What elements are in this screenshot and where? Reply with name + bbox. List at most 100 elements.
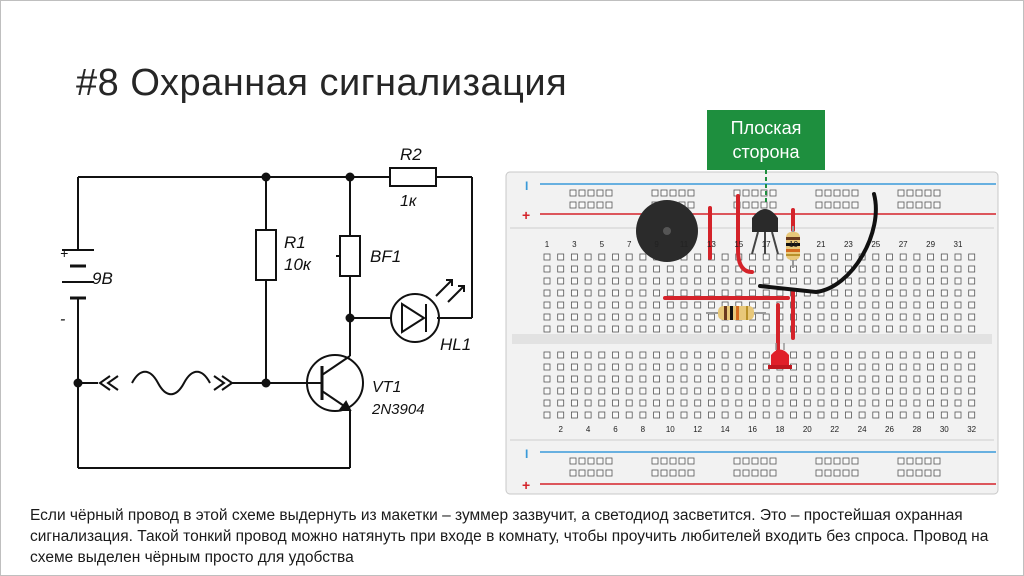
breadboard-hole (543, 363, 551, 371)
breadboard-hole (694, 301, 702, 309)
breadboard-hole (906, 201, 914, 209)
breadboard-hole (543, 277, 551, 285)
breadboard-hole (851, 469, 859, 477)
breadboard-hole (968, 411, 976, 419)
breadboard-hole (851, 457, 859, 465)
breadboard-hole (666, 351, 674, 359)
board-transistor (752, 209, 778, 232)
breadboard-hole (742, 201, 750, 209)
top-rail-minus-label: I (525, 179, 528, 193)
breadboard-hole (927, 265, 934, 273)
breadboard-hole (760, 201, 768, 209)
breadboard-hole (666, 411, 674, 419)
breadboard-hole (886, 289, 893, 297)
column-number: 11 (680, 240, 689, 249)
breadboard-hole (543, 301, 551, 309)
breadboard-hole (842, 189, 850, 197)
breadboard-hole (680, 387, 688, 395)
r2-name-label: R2 (400, 145, 422, 164)
breadboard-hole (557, 375, 565, 383)
breadboard-hole (708, 387, 715, 395)
breadboard-hole (571, 301, 578, 309)
breadboard-hole (543, 325, 551, 333)
column-number: 32 (967, 425, 976, 434)
breadboard-hole (817, 265, 825, 273)
breadboard-hole (721, 399, 729, 407)
breadboard-hole (815, 469, 823, 477)
breadboard-hole (653, 387, 660, 395)
breadboard-hole (639, 363, 647, 371)
breadboard-hole (625, 387, 633, 395)
breadboard-hole (924, 469, 932, 477)
vt1-model-label: 2N3904 (371, 401, 425, 418)
breadboard-hole (639, 313, 647, 321)
breadboard-hole (694, 325, 702, 333)
breadboard-hole (666, 313, 674, 321)
breadboard-hole (762, 265, 770, 273)
breadboard-hole (886, 325, 893, 333)
hl1-name-label: HL1 (440, 335, 471, 354)
breadboard-hole (680, 289, 688, 297)
breadboard-hole (557, 289, 565, 297)
breadboard-hole (886, 363, 893, 371)
breadboard-hole (872, 313, 880, 321)
breadboard-hole (899, 411, 907, 419)
breadboard-hole (680, 325, 688, 333)
breadboard-hole (571, 399, 578, 407)
breadboard-hole (913, 375, 921, 383)
breadboard-hole (653, 363, 660, 371)
breadboard-hole (612, 411, 619, 419)
breadboard-hole (872, 289, 880, 297)
breadboard-hole (940, 387, 948, 395)
breadboard-hole (639, 289, 647, 297)
breadboard-hole (858, 351, 866, 359)
column-number: 25 (871, 240, 880, 249)
breadboard-hole (817, 399, 825, 407)
vt1-transistor (266, 354, 364, 468)
breadboard-hole (954, 375, 962, 383)
breadboard-hole (612, 313, 619, 321)
breadboard-hole (694, 253, 702, 261)
breadboard-hole (831, 265, 839, 273)
breadboard-hole (578, 201, 586, 209)
breadboard-hole (708, 363, 715, 371)
breadboard-hole (845, 375, 852, 383)
breadboard-hole (694, 399, 702, 407)
breadboard-hole (612, 301, 619, 309)
breadboard-hole (666, 387, 674, 395)
breadboard-hole (653, 313, 660, 321)
breadboard-hole (639, 253, 647, 261)
breadboard-hole (968, 375, 976, 383)
breadboard-hole (584, 375, 592, 383)
breadboard-hole (790, 375, 797, 383)
breadboard-hole (557, 387, 565, 395)
breadboard-hole (968, 289, 976, 297)
breadboard-hole (694, 277, 702, 285)
breadboard-hole (776, 289, 784, 297)
breadboard-hole (666, 363, 674, 371)
breadboard-hole (721, 277, 729, 285)
breadboard-hole (653, 375, 660, 383)
breadboard-hole (933, 457, 941, 465)
breadboard-hole (968, 351, 976, 359)
breadboard-hole (776, 387, 784, 395)
breadboard-hole (708, 325, 715, 333)
breadboard-hole (831, 289, 839, 297)
breadboard-hole (906, 469, 914, 477)
breadboard-hole (660, 189, 668, 197)
schematic (62, 167, 473, 469)
breadboard-hole (687, 469, 695, 477)
breadboard-hole (596, 469, 604, 477)
breadboard-hole (678, 469, 686, 477)
breadboard-hole (803, 253, 811, 261)
breadboard-hole (680, 265, 688, 273)
breadboard-hole (708, 313, 715, 321)
breadboard-hole (954, 351, 962, 359)
breadboard-hole (605, 457, 613, 465)
breadboard-hole (927, 289, 934, 297)
breadboard-hole (694, 289, 702, 297)
breadboard-hole (817, 387, 825, 395)
breadboard-hole (803, 265, 811, 273)
breadboard-hole (587, 469, 595, 477)
